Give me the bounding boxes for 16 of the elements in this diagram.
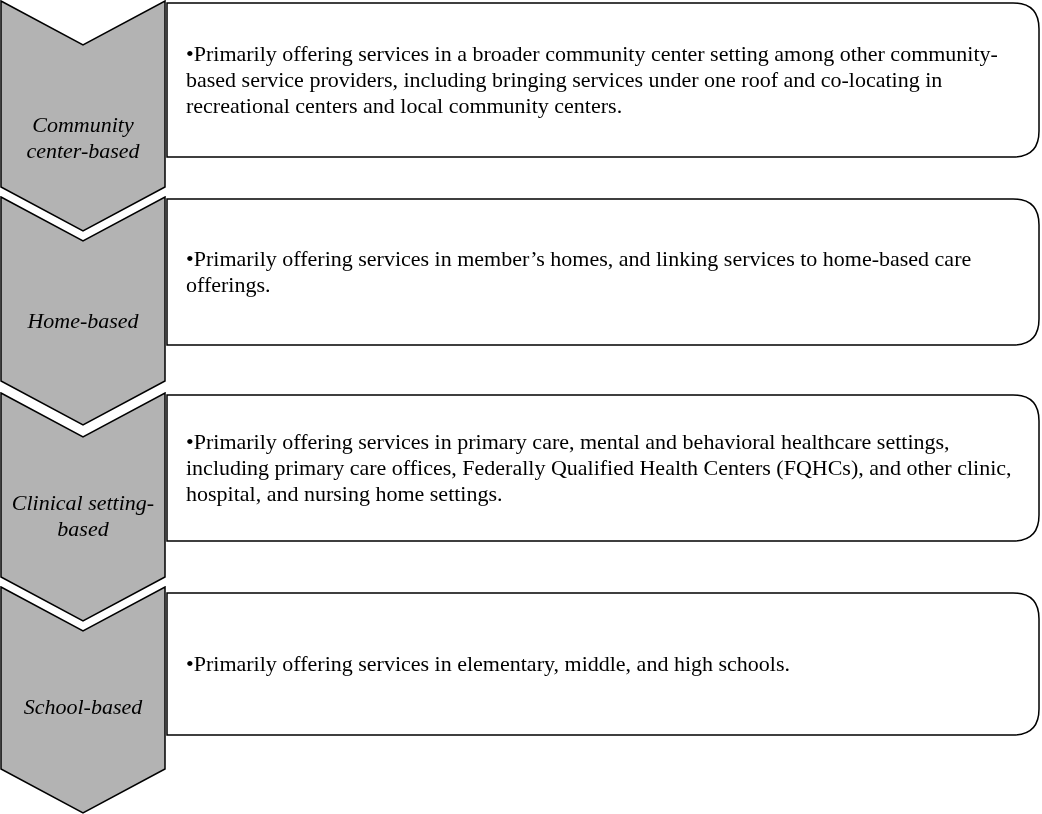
category-label: Community center-based	[25, 112, 141, 164]
rounded-box	[166, 198, 1040, 346]
category-label: School-based	[22, 694, 144, 720]
chevron-shape	[0, 392, 166, 622]
category-label: Clinical setting-based	[10, 490, 156, 542]
chevron-shape	[0, 196, 166, 426]
rounded-box	[166, 592, 1040, 736]
rounded-box	[166, 394, 1040, 542]
description-text: •Primarily offering services in primary care, mental and behavioral healthcare settings, including primary care offices, Federally Qualified Health Centers (FQHCs), and other clinic, hospital, and nursing home settings.	[186, 429, 1012, 507]
chevron-shape	[0, 586, 166, 814]
description-text: •Primarily offering services in elementary, middle, and high schools.	[186, 651, 791, 677]
category-label: Home-based	[26, 308, 140, 334]
description-text: •Primarily offering services in a broader community center setting among other community-based service providers, including bringing services under one roof and co-locating in recreational centers and local community centers.	[186, 41, 999, 119]
rounded-box	[166, 2, 1040, 158]
chevron-shape	[0, 0, 166, 232]
description-text: •Primarily offering services in member’s homes, and linking services to home-based care offerings.	[186, 246, 973, 298]
